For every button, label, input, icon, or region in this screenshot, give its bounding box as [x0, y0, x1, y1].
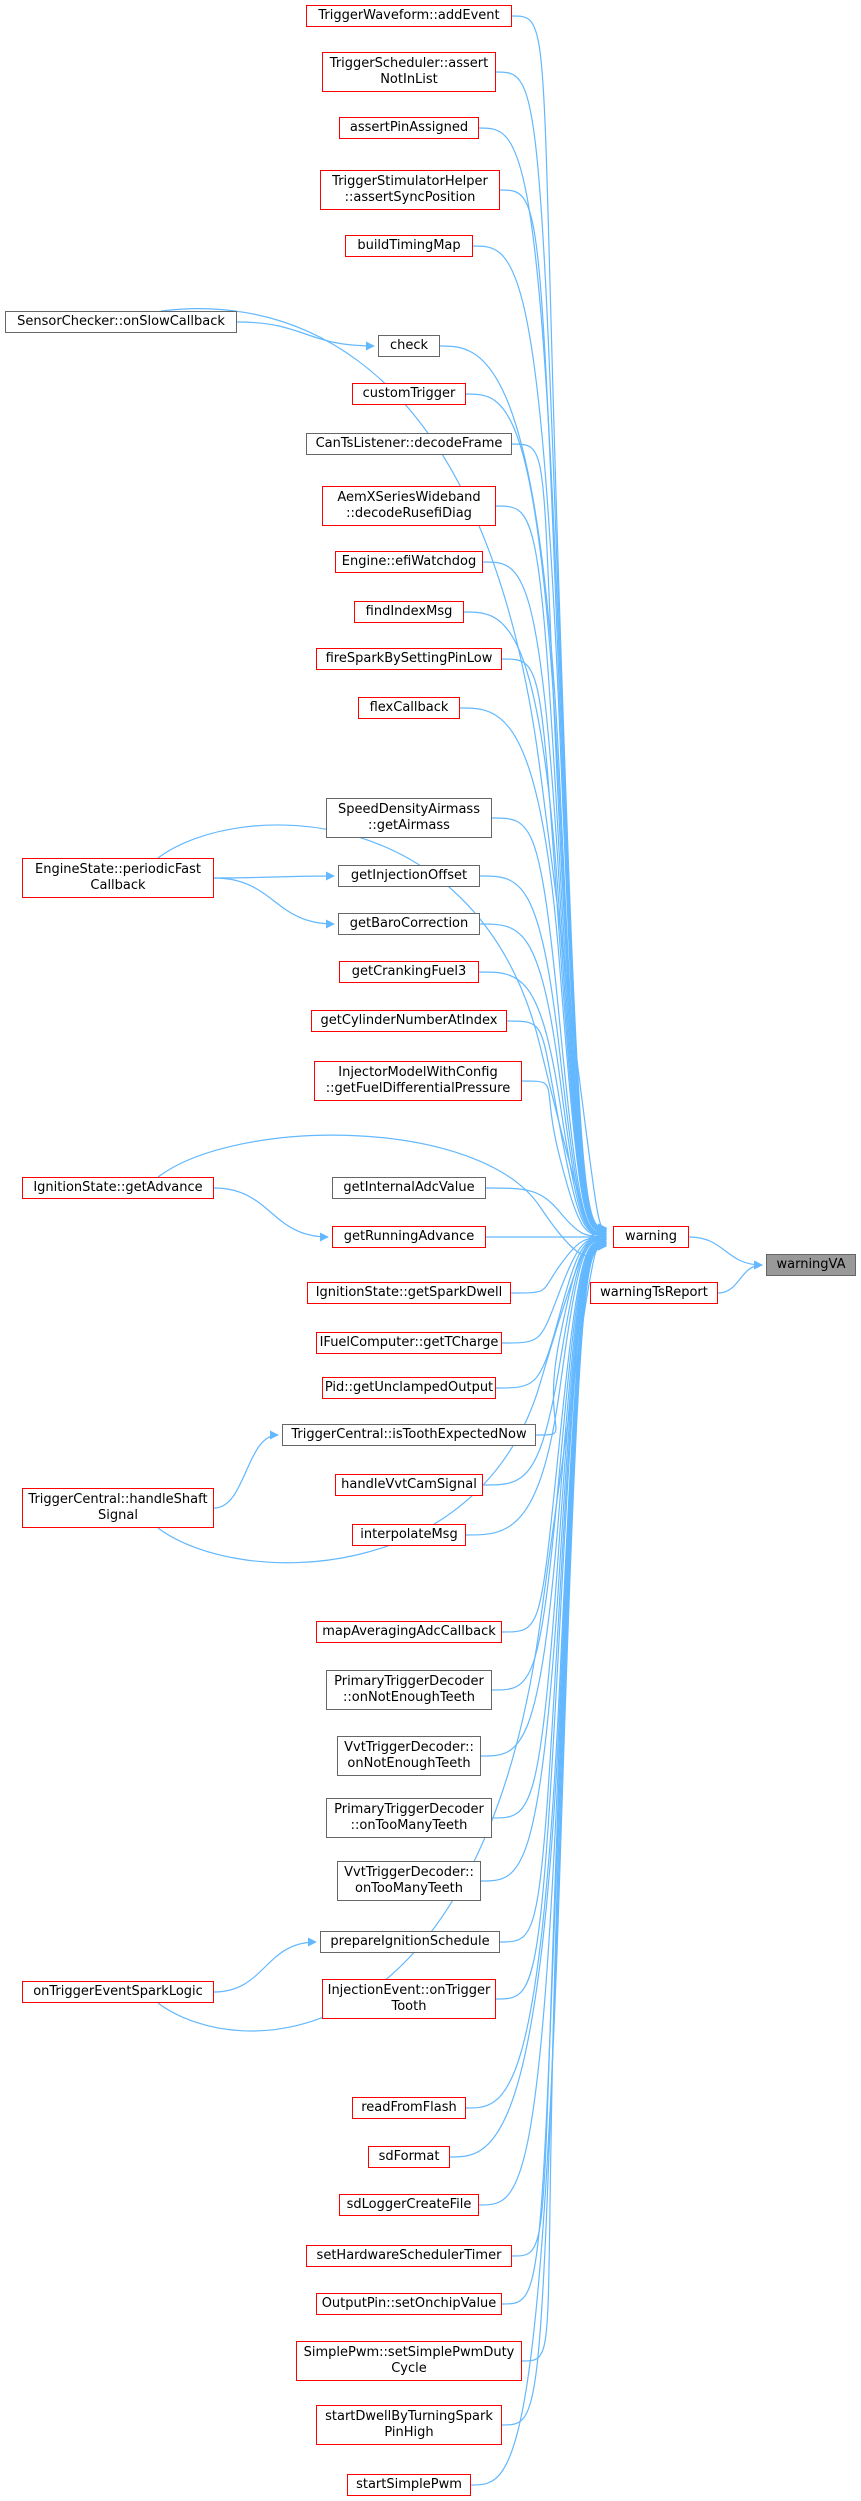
edge-findIndexMsg-to-warning — [463, 611, 607, 1236]
node-get-internal-adc-value[interactable]: getInternalAdcValue — [332, 1177, 486, 1199]
node-handle-shaft-signal[interactable]: TriggerCentral::handleShaft Signal — [22, 1488, 214, 1528]
edge-onTriggerTooth-to-warning — [495, 1240, 607, 2000]
node-get-cranking-fuel3[interactable]: getCrankingFuel3 — [339, 961, 479, 983]
edge-flexCallback-to-warning — [459, 707, 607, 1237]
node-set-simple-pwm-duty-cycle[interactable]: SimplePwm::setSimplePwmDuty Cycle — [296, 2341, 522, 2381]
node-primary-trigger-on-not-enough-teeth[interactable]: PrimaryTriggerDecoder ::onNotEnoughTeeth — [326, 1670, 492, 1710]
node-get-fuel-differential-pressure[interactable]: InjectorModelWithConfig ::getFuelDiffere… — [314, 1061, 522, 1101]
edge-getTCharge-to-warning — [501, 1233, 607, 1344]
node-trigger-waveform-add-event[interactable]: TriggerWaveform::addEvent — [306, 5, 512, 27]
node-engine-state-periodic-fast-callback[interactable]: EngineState::periodicFast Callback — [22, 858, 214, 898]
node-sensor-checker-on-slow-callback[interactable]: SensorChecker::onSlowCallback — [5, 311, 237, 333]
node-start-dwell-by-turning-spark-pin-high[interactable]: startDwellByTurningSpark PinHigh — [316, 2405, 502, 2445]
edge-decodeFrame-to-warning — [511, 443, 607, 1234]
node-fire-spark-by-setting-pin-low[interactable]: fireSparkBySettingPinLow — [316, 648, 502, 670]
node-interpolate-msg[interactable]: interpolateMsg — [352, 1524, 466, 1546]
node-warning[interactable]: warning — [613, 1226, 689, 1248]
edge-isToothExpectedNow-to-warning — [535, 1234, 607, 1436]
node-primary-trigger-on-too-many-teeth[interactable]: PrimaryTriggerDecoder ::onTooManyTeeth — [326, 1798, 492, 1838]
edge-prepareIgnitionSchedule-to-warning — [499, 1239, 607, 1943]
edge-fireSpark-to-warning — [501, 658, 607, 1236]
node-output-pin-set-onchip-value[interactable]: OutputPin::setOnchipValue — [316, 2293, 502, 2315]
node-find-index-msg[interactable]: findIndexMsg — [354, 601, 464, 623]
edge-periodicFast-to-getBaroCorrection — [213, 877, 335, 929]
node-injection-event-on-trigger-tooth[interactable]: InjectionEvent::onTrigger Tooth — [322, 1979, 496, 2019]
node-ignition-state-get-advance[interactable]: IgnitionState::getAdvance — [22, 1177, 214, 1199]
node-build-timing-map[interactable]: buildTimingMap — [345, 235, 473, 257]
edge-getUnclampedOutput-to-warning — [495, 1234, 607, 1389]
node-trigger-scheduler-assert-not-in-list[interactable]: TriggerScheduler::assert NotInList — [322, 52, 496, 92]
node-set-hardware-scheduler-timer[interactable]: setHardwareSchedulerTimer — [306, 2245, 512, 2267]
node-vvt-trigger-on-not-enough-teeth[interactable]: VvtTriggerDecoder:: onNotEnoughTeeth — [337, 1736, 481, 1776]
node-sd-logger-create-file[interactable]: sdLoggerCreateFile — [339, 2194, 479, 2216]
node-warning-ts-report[interactable]: warningTsReport — [590, 1282, 718, 1304]
edge-ptdNotEnough-to-warning — [491, 1237, 607, 1691]
edge-decodeRusefiDiag-to-warning — [495, 505, 607, 1235]
edge-handleVvtCamSignal-to-warning — [482, 1234, 607, 1486]
node-fuel-computer-get-tcharge[interactable]: IFuelComputer::getTCharge — [316, 1332, 502, 1354]
node-custom-trigger[interactable]: customTrigger — [352, 383, 466, 405]
edge-warningTsReport-to-warningVA — [717, 1260, 763, 1294]
node-get-injection-offset[interactable]: getInjectionOffset — [338, 865, 480, 887]
edge-onSlowCallback-to-warning — [160, 308, 607, 1233]
node-prepare-ignition-schedule[interactable]: prepareIgnitionSchedule — [320, 1931, 500, 1953]
edge-interpolateMsg-to-warning — [465, 1235, 607, 1536]
node-vvt-trigger-on-too-many-teeth[interactable]: VvtTriggerDecoder:: onTooManyTeeth — [337, 1861, 481, 1901]
edge-getInjectionOffset-to-warning — [479, 875, 607, 1238]
node-start-simple-pwm[interactable]: startSimplePwm — [347, 2474, 471, 2496]
node-ignition-state-get-spark-dwell[interactable]: IgnitionState::getSparkDwell — [307, 1282, 511, 1304]
edge-getFuelDiffPressure-to-warning — [521, 1080, 607, 1240]
edge-setSimplePwmDutyCycle-to-warning — [521, 1241, 607, 2362]
node-read-from-flash[interactable]: readFromFlash — [352, 2097, 466, 2119]
edge-vvtNotEnough-to-warning — [480, 1237, 607, 1757]
node-speed-density-get-airmass[interactable]: SpeedDensityAirmass ::getAirmass — [326, 798, 492, 838]
edge-getInternalAdcValue-to-warning — [485, 1187, 607, 1242]
node-handle-vvt-cam-signal[interactable]: handleVvtCamSignal — [335, 1474, 483, 1496]
node-is-tooth-expected-now[interactable]: TriggerCentral::isToothExpectedNow — [282, 1424, 536, 1446]
edge-warning-to-warningVA — [688, 1236, 763, 1270]
edge-ptdTooMany-to-warning — [491, 1238, 607, 1819]
edge-getCylinderNumberAtIndex-to-warning — [506, 1020, 607, 1240]
edge-startSimplePwm-to-warning — [470, 1241, 607, 2486]
edge-handleShaftSignal-to-isToothExpectedNow — [213, 1430, 279, 1509]
node-pid-get-unclamped-output[interactable]: Pid::getUnclampedOutput — [322, 1377, 496, 1399]
node-get-baro-correction[interactable]: getBaroCorrection — [338, 913, 480, 935]
edge-periodicFast-to-getInjectionOffset — [213, 871, 335, 881]
node-warning-va[interactable]: warningVA — [766, 1254, 856, 1276]
node-get-running-advance[interactable]: getRunningAdvance — [332, 1226, 486, 1248]
edge-onSlowCallback-to-check — [236, 321, 375, 351]
edge-getCrankingFuel3-to-warning — [478, 971, 607, 1239]
node-sd-format[interactable]: sdFormat — [368, 2146, 450, 2168]
edge-getBaroCorrection-to-warning — [479, 923, 607, 1239]
edge-getAdvance-to-getRunningAdvance — [213, 1187, 329, 1242]
node-engine-efi-watchdog[interactable]: Engine::efiWatchdog — [335, 551, 483, 573]
node-map-averaging-adc-callback[interactable]: mapAveragingAdcCallback — [316, 1621, 502, 1643]
edge-onTriggerEventSparkLogic-to-prepareIgnitionSchedule — [213, 1937, 317, 1993]
node-assert-pin-assigned[interactable]: assertPinAssigned — [339, 117, 479, 139]
node-on-trigger-event-spark-logic[interactable]: onTriggerEventSparkLogic — [22, 1981, 214, 2003]
node-decode-rusefi-diag[interactable]: AemXSeriesWideband ::decodeRusefiDiag — [322, 486, 496, 526]
edge-mapAveragingAdcCallback-to-warning — [501, 1236, 607, 1633]
edge-sdLoggerCreateFile-to-warning — [478, 1241, 607, 2206]
node-flex-callback[interactable]: flexCallback — [358, 697, 460, 719]
node-can-ts-listener-decode-frame[interactable]: CanTsListener::decodeFrame — [306, 433, 512, 455]
node-check[interactable]: check — [378, 335, 440, 357]
node-assert-sync-position[interactable]: TriggerStimulatorHelper ::assertSyncPosi… — [320, 170, 500, 210]
edge-getAirmass-to-warning — [491, 817, 607, 1238]
node-get-cylinder-number-at-index[interactable]: getCylinderNumberAtIndex — [311, 1010, 507, 1032]
